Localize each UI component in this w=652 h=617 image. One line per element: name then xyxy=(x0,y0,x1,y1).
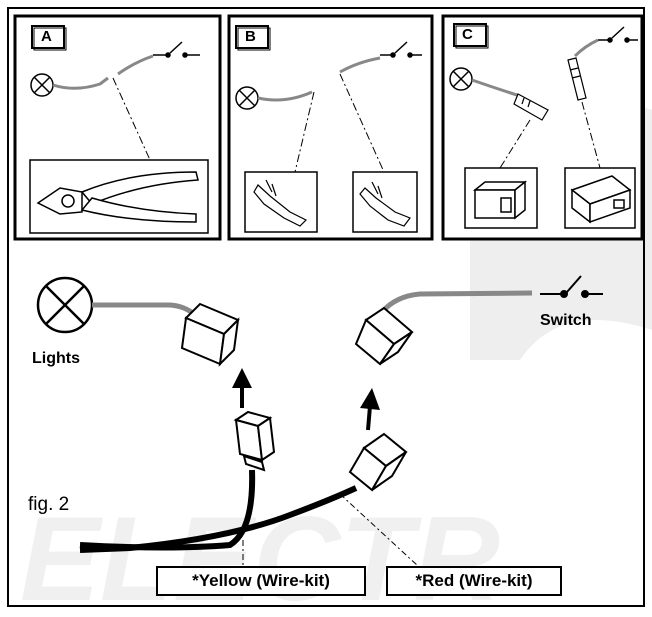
panel-b xyxy=(227,14,434,241)
figure-label: fig. 2 xyxy=(28,494,70,515)
lamp-icon xyxy=(235,86,259,110)
switch-icon-large xyxy=(540,275,603,298)
connector-terminal-icon xyxy=(348,432,408,492)
switch-icon xyxy=(598,26,638,43)
switch-icon xyxy=(153,41,200,58)
crimp-terminal-icon xyxy=(359,181,411,227)
lights-wire xyxy=(92,302,197,317)
lamp-icon-large xyxy=(36,276,94,334)
yellow-wire-label: *Yellow (Wire-kit) xyxy=(156,566,366,596)
connector-housing-icon xyxy=(180,302,240,367)
crimp-terminal-icon xyxy=(253,179,308,227)
panel-c xyxy=(441,14,644,241)
lamp-icon xyxy=(449,67,473,91)
switch-label: Switch xyxy=(540,312,592,329)
crimped-terminal-icon xyxy=(567,57,587,101)
red-leader-line xyxy=(339,493,419,567)
pliers-icon xyxy=(36,171,199,223)
red-wire-label: *Red (Wire-kit) xyxy=(386,566,562,596)
panel-c-label: C xyxy=(462,26,473,43)
panel-a-label: A xyxy=(41,28,52,45)
panel-a xyxy=(13,14,222,241)
arrow-up-icon xyxy=(360,388,380,431)
crimped-terminal-icon xyxy=(513,93,549,121)
switch-icon xyxy=(380,41,422,58)
panel-b-label: B xyxy=(245,28,256,45)
arrow-up-icon xyxy=(232,368,252,408)
connector-housing-icon xyxy=(570,175,632,224)
lights-label: Lights xyxy=(32,350,80,367)
lamp-icon xyxy=(30,73,54,97)
red-kit-wire xyxy=(79,485,358,553)
outer-frame xyxy=(7,7,645,607)
connector-housing-icon xyxy=(472,180,528,220)
watermark-text: ELECTR xyxy=(20,492,500,612)
connector-housing-icon xyxy=(354,306,414,366)
connector-terminal-icon xyxy=(233,410,276,472)
